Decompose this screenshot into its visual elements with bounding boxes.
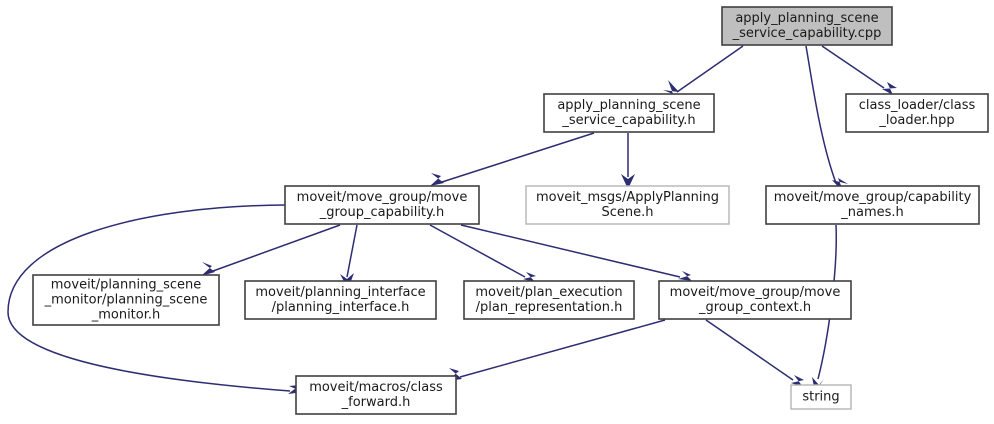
edge-line: [346, 224, 358, 278]
edge-mg_context-to-class_forward: [447, 319, 666, 381]
edge-root-to-aps_header: [663, 45, 744, 94]
node-label-line: _names.h: [840, 205, 904, 220]
arrow-head-icon: [430, 173, 444, 186]
node-label-line: moveit/move_group/capability: [774, 190, 972, 205]
edge-root-to-class_loader: [821, 45, 897, 95]
node-box[interactable]: [295, 375, 457, 415]
node-label-line: apply_planning_scene: [735, 11, 878, 26]
edge-line: [441, 132, 595, 183]
graph-node-plan_representation[interactable]: moveit/plan_execution/plan_representatio…: [463, 280, 635, 320]
node-box[interactable]: [525, 185, 730, 225]
node-box[interactable]: [845, 93, 989, 133]
node-label-line: moveit/planning_interface: [255, 285, 425, 300]
graph-node-aps_header[interactable]: apply_planning_scene_service_capability.…: [543, 93, 715, 133]
edge-line: [805, 45, 837, 184]
node-label-line: Scene.h: [601, 205, 653, 220]
graph-node-class_forward[interactable]: moveit/macros/class_forward.h: [295, 375, 457, 415]
node-label-line: /plan_representation.h: [476, 300, 623, 315]
graph-node-capability_names[interactable]: moveit/move_group/capability_names.h: [765, 185, 980, 225]
arrow-head-icon: [447, 368, 462, 381]
node-box[interactable]: [244, 280, 437, 320]
node-label-line: _group_capability.h: [319, 205, 444, 220]
edge-aps_header-to-mg_capability: [430, 132, 595, 186]
edge-line: [676, 45, 744, 93]
arrow-head-icon: [663, 80, 679, 94]
node-label-line: _monitor.h: [91, 308, 161, 323]
graph-node-class_loader[interactable]: class_loader/class_loader.hpp: [845, 93, 989, 133]
node-label-line: _forward.h: [341, 395, 411, 410]
graph-edges: [7, 45, 897, 394]
edge-line: [429, 224, 526, 278]
edge-line: [459, 319, 666, 378]
graph-node-planning_scene_monitor[interactable]: moveit/planning_scene_monitor/planning_s…: [32, 274, 220, 326]
graph-nodes: apply_planning_scene_service_capability.…: [32, 6, 989, 415]
node-label-line: _monitor/planning_scene: [44, 293, 208, 308]
node-box[interactable]: [543, 93, 715, 133]
node-label-line: moveit/move_group/move: [670, 285, 841, 300]
edge-mg_context-to-string: [705, 319, 804, 387]
edge-line: [212, 224, 341, 272]
node-label-line: /planning_interface.h: [272, 300, 410, 315]
node-label-line: moveit/planning_scene: [51, 278, 201, 293]
arrow-head-icon: [882, 82, 897, 95]
graph-node-planning_interface[interactable]: moveit/planning_interface/planning_inter…: [244, 280, 437, 320]
node-label-line: moveit/macros/class: [309, 380, 443, 395]
node-label-line: _loader.hpp: [878, 113, 954, 128]
arrow-head-icon: [621, 174, 635, 189]
edge-line: [821, 45, 885, 89]
edge-mg_capability-to-plan_representation: [429, 224, 536, 283]
edge-aps_header-to-apply_planning_scene_msg: [621, 133, 635, 189]
graph-node-mg_context[interactable]: moveit/move_group/move_group_context.h: [658, 280, 852, 320]
node-label-line: moveit/move_group/move: [297, 190, 468, 205]
node-label-line: apply_planning_scene: [557, 98, 700, 113]
node-label-line: class_loader/class: [859, 98, 976, 113]
node-label-line: moveit_msgs/ApplyPlanning: [536, 190, 719, 205]
node-box[interactable]: [790, 384, 852, 410]
edge-line: [7, 204, 291, 392]
node-box[interactable]: [463, 280, 635, 320]
graph-node-mg_capability[interactable]: moveit/move_group/move_group_capability.…: [284, 185, 480, 225]
arrow-head-icon: [791, 375, 804, 387]
edge-line: [705, 319, 794, 381]
edge-mg_capability-to-mg_context: [460, 224, 692, 281]
node-box[interactable]: [32, 274, 220, 326]
node-label-line: _service_capability.cpp: [732, 26, 882, 41]
arrow-head-icon: [201, 262, 215, 276]
node-label-line: _group_context.h: [698, 300, 811, 315]
node-box[interactable]: [284, 185, 480, 225]
node-box[interactable]: [721, 6, 893, 46]
node-box[interactable]: [765, 185, 980, 225]
graph-node-string[interactable]: string: [790, 384, 852, 410]
node-box[interactable]: [658, 280, 852, 320]
edge-root-to-capability_names: [805, 45, 848, 193]
edge-line: [460, 224, 681, 278]
arrow-head-icon: [678, 271, 692, 281]
node-label-line: string: [802, 390, 839, 405]
edge-mg_capability-to-planning_scene_monitor: [201, 224, 341, 276]
node-label-line: _service_capability.h: [561, 113, 695, 128]
graph-node-root[interactable]: apply_planning_scene_service_capability.…: [721, 6, 893, 46]
node-label-line: moveit/plan_execution: [475, 285, 622, 300]
edge-mg_capability-to-planning_interface: [340, 224, 358, 289]
